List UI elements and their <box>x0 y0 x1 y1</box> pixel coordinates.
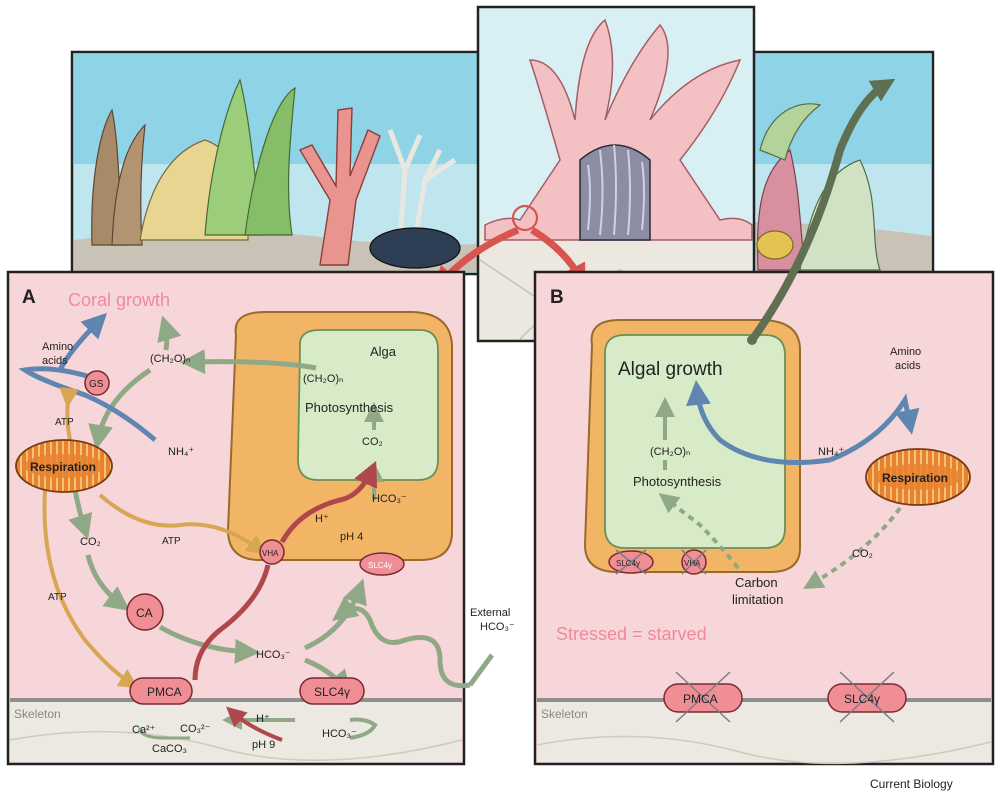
growth-arrow-b <box>748 78 896 343</box>
algal-growth-label: Algal growth <box>618 359 723 380</box>
atp-a-3: ATP <box>48 592 67 603</box>
carbon-limitation-1: Carbon <box>735 575 778 590</box>
slc47-b <box>827 671 907 723</box>
vha-node <box>259 539 285 565</box>
gs-label: GS <box>89 379 104 390</box>
external-hco3-1: External <box>470 607 510 619</box>
alga-label: Alga <box>370 344 397 359</box>
pmca-a-label: PMCA <box>147 685 182 699</box>
atp-a-2: ATP <box>162 536 181 547</box>
ca2-label: Ca²⁺ <box>132 724 156 736</box>
vha-a-label: VHA <box>262 549 279 558</box>
pmca-node <box>129 677 193 705</box>
hco3-a: HCO₃⁻ <box>256 649 291 661</box>
co3-label: CO₃²⁻ <box>180 723 211 735</box>
slc47-b-label: SLC4γ <box>844 692 880 706</box>
panel-b: B Algal growth Amino acids NH₄⁺ (CH₂O)ₙ … <box>533 78 995 766</box>
pmca-b <box>663 671 743 723</box>
hco3-a-2: HCO₃⁻ <box>322 728 357 740</box>
slc4-b-label: SLC4γ <box>616 559 640 568</box>
caco3-label: CaCO₃ <box>152 743 187 755</box>
ph4-label: pH 4 <box>340 531 363 543</box>
co2-b: CO₂ <box>852 548 873 560</box>
nh4-a: NH₄⁺ <box>168 446 194 458</box>
photosynthesis-b: Photosynthesis <box>633 474 722 489</box>
atp-a-1: ATP <box>55 417 74 428</box>
coral-pink <box>298 107 381 266</box>
vha-b-label: VHA <box>684 559 701 568</box>
mitochondrion-b <box>865 448 971 506</box>
alga-inner-b <box>604 334 786 549</box>
coral-brown <box>91 108 146 246</box>
respiration-a: Respiration <box>30 460 96 474</box>
h-plus-a-2: H⁺ <box>256 713 270 725</box>
coral-right <box>756 103 881 271</box>
carbon-limitation-2: limitation <box>732 592 783 607</box>
credit-label: Current Biology <box>870 777 953 791</box>
photosynthesis-a: Photosynthesis <box>305 400 394 415</box>
external-hco3-2: HCO₃⁻ <box>480 621 515 633</box>
ph9-label: pH 9 <box>252 739 275 751</box>
skeleton-a: Skeleton <box>14 707 61 721</box>
amino-acids-a-2: acids <box>42 355 68 367</box>
mitochondrion-a <box>15 439 113 493</box>
coral-growth-label: Coral growth <box>68 290 170 310</box>
h-plus-a: H⁺ <box>315 513 329 525</box>
coral-white <box>387 129 457 241</box>
ca-label: CA <box>136 606 153 620</box>
slc47-a-label: SLC4γ <box>314 685 350 699</box>
amino-acids-a-1: Amino <box>42 341 73 353</box>
pmca-b-label: PMCA <box>683 692 718 706</box>
slc4-b <box>608 549 654 575</box>
slc4-node-alga <box>359 552 405 576</box>
nh4-b: NH₄⁺ <box>818 446 844 458</box>
respiration-b: Respiration <box>882 471 948 485</box>
alga-ch2o: (CH₂O)ₙ <box>303 373 343 385</box>
ca-node <box>126 593 164 631</box>
stressed-starved-label: Stressed = starved <box>556 624 707 644</box>
alga-hco3: HCO₃⁻ <box>372 493 407 505</box>
panel-b-letter: B <box>550 287 564 308</box>
ch2o-b: (CH₂O)ₙ <box>650 446 690 458</box>
slc4-a-label: SLC4γ <box>368 561 392 570</box>
panel-a-letter: A <box>22 287 36 308</box>
sea-urchin <box>369 227 461 269</box>
alga-co2: CO₂ <box>362 436 383 448</box>
slc47-node <box>299 677 365 705</box>
coral-green <box>204 78 296 236</box>
skeleton-b: Skeleton <box>541 707 588 721</box>
amino-acids-b-1: Amino <box>890 346 921 358</box>
ch2o-a: (CH₂O)ₙ <box>150 353 190 365</box>
gs-node <box>84 370 110 396</box>
vha-b <box>681 549 707 575</box>
amino-acids-b-2: acids <box>895 360 921 372</box>
panel-a: A Coral growth Amino acids (CH₂O)ₙ GS AT… <box>6 270 515 766</box>
co2-a: CO₂ <box>80 536 101 548</box>
